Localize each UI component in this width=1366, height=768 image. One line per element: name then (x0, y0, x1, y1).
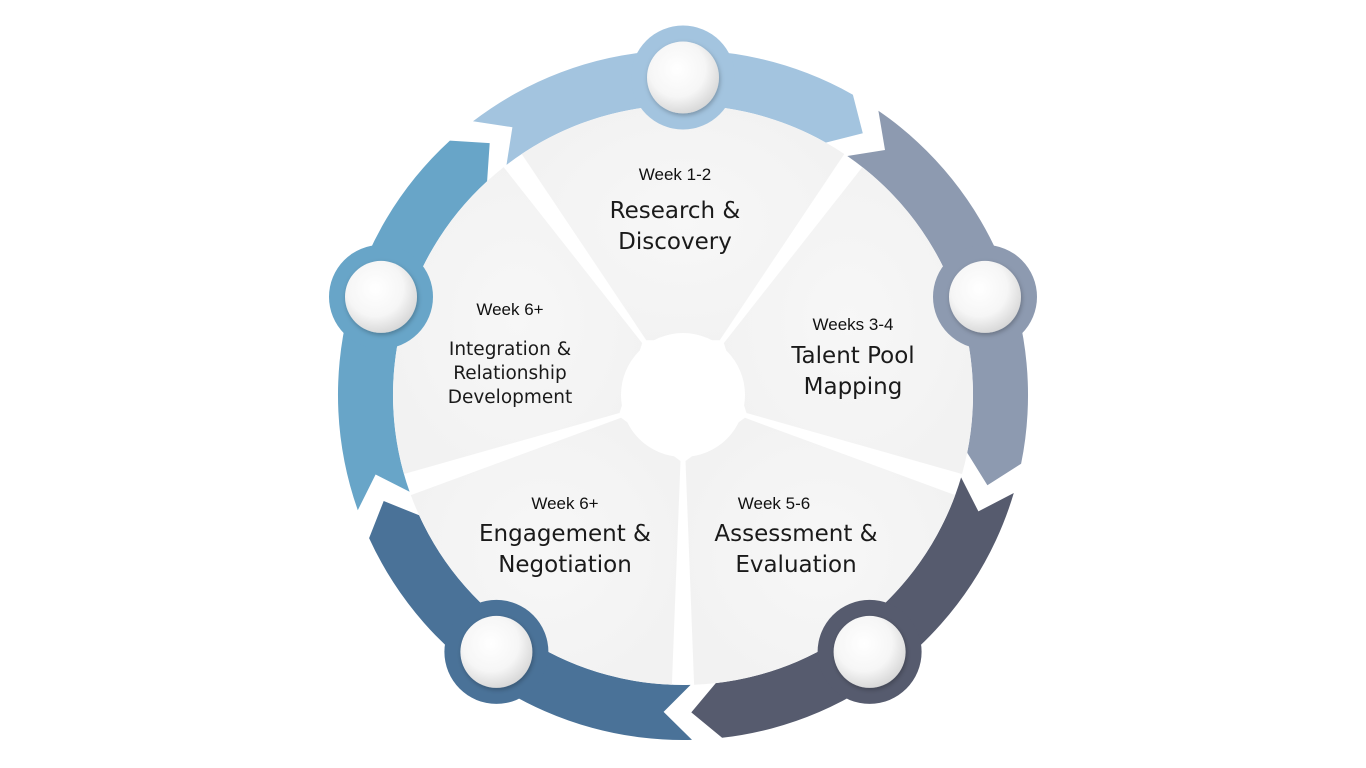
week-label-assessment: Week 5-6 (738, 494, 810, 513)
wedge-research (521, 105, 845, 341)
node-circle-research (647, 41, 719, 114)
ring-segment-engagement (369, 501, 692, 741)
stage-title-integration-line-3: Development (448, 387, 573, 408)
ring-segments (337, 49, 1029, 741)
stage-title-research-line-1: Research & (610, 198, 741, 224)
ring-segment-research (473, 49, 863, 165)
week-label-research: Week 1-2 (639, 165, 711, 184)
week-label-talent-pool: Weeks 3-4 (813, 315, 894, 334)
stage-title-assessment-line-1: Assessment & (714, 521, 877, 547)
ring-segment-assessment (691, 477, 1014, 738)
wedge-talent-pool (723, 167, 973, 474)
stage-title-engagement-line-2: Negotiation (498, 552, 632, 578)
node-circle-integration (345, 260, 417, 333)
stage-title-engagement-line-1: Engagement & (479, 521, 651, 547)
node-circle-talent-pool (949, 260, 1021, 333)
center-hub (621, 333, 745, 457)
week-label-integration: Week 6+ (476, 300, 543, 319)
stage-title-assessment-line-2: Evaluation (735, 552, 856, 578)
wedge-assessment (685, 417, 956, 685)
node-circle-engagement (460, 615, 533, 688)
wedge-engagement (410, 417, 681, 685)
stage-title-integration-line-1: Integration & (449, 339, 571, 360)
inner-wedges (393, 105, 973, 685)
ring-segment-talent-pool (847, 110, 1029, 486)
wedge-integration (393, 167, 643, 474)
stage-title-talent-pool-line-1: Talent Pool (790, 343, 914, 369)
week-label-engagement: Week 6+ (531, 494, 598, 513)
stage-title-integration-line-2: Relationship (453, 363, 567, 384)
stage-title-talent-pool-line-2: Mapping (804, 374, 903, 400)
stage-title-research-line-2: Discovery (618, 229, 732, 255)
stage-nodes (329, 25, 1037, 704)
ring-segment-integration (337, 140, 490, 511)
node-circle-assessment (833, 615, 906, 688)
